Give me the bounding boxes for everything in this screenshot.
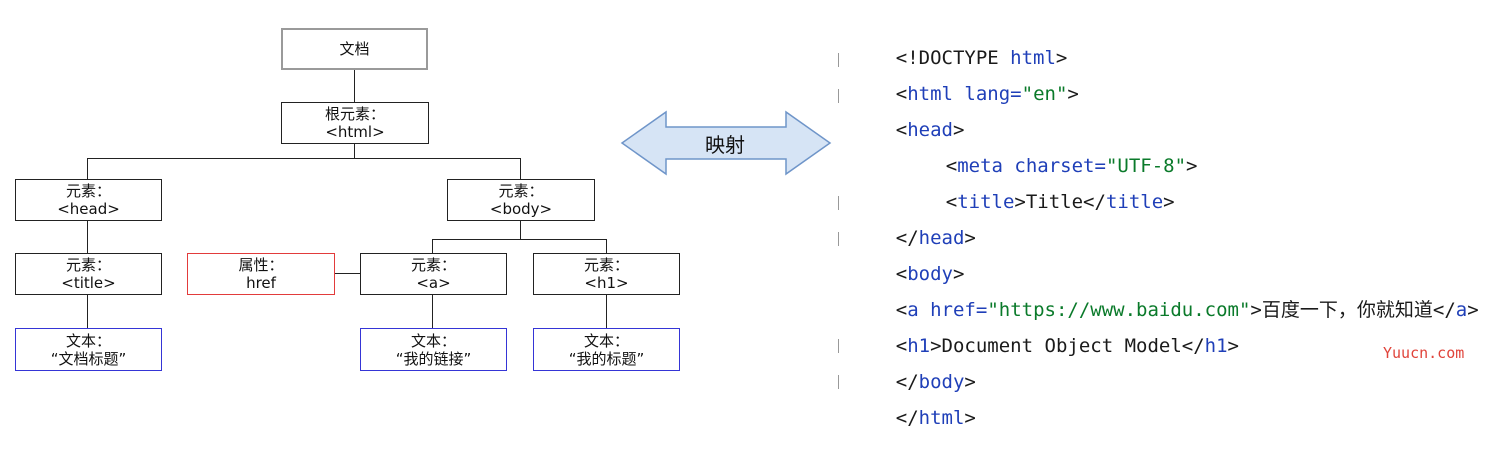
connector: [335, 273, 360, 274]
fold-marker: [838, 232, 847, 246]
node-attribute-href: 属性： href: [187, 253, 335, 295]
connector: [606, 239, 607, 253]
node-head: 元素： <head>: [15, 179, 162, 221]
connector: [87, 158, 88, 179]
code-line: <meta charset="UTF-8">: [945, 155, 1198, 177]
node-value: href: [246, 274, 276, 292]
fold-marker: [838, 53, 847, 67]
node-value: <head>: [57, 200, 120, 218]
node-value: <body>: [489, 200, 553, 218]
connector: [87, 221, 88, 253]
double-arrow-icon: [620, 110, 832, 176]
connector: [354, 69, 355, 102]
node-text-h1: 文本： “我的标题”: [533, 328, 680, 371]
fold-marker: [838, 196, 847, 210]
code-editor: <!DOCTYPE html> <html lang="en"> <head> …: [850, 0, 1479, 429]
connector: [432, 295, 433, 328]
code-line: <head>: [895, 119, 965, 141]
fold-marker: [838, 375, 847, 389]
code-line: <h1>Document Object Model</h1>: [895, 335, 1239, 357]
node-h1: 元素： <h1>: [533, 253, 680, 295]
node-a: 元素： <a>: [360, 253, 507, 295]
connector: [432, 239, 606, 240]
connector: [606, 295, 607, 328]
node-body: 元素： <body>: [447, 179, 595, 221]
node-label: 文本：: [410, 331, 456, 350]
code-line: <!DOCTYPE html>: [895, 47, 1068, 69]
node-value: <title>: [61, 274, 116, 292]
node-label: 元素：: [410, 256, 456, 274]
node-label: 元素：: [65, 182, 111, 200]
node-value: <h1>: [584, 274, 629, 292]
node-label: 文本：: [65, 331, 111, 350]
connector: [520, 158, 521, 179]
arrow-label: 映射: [705, 133, 745, 157]
node-label: 属性：: [238, 256, 284, 274]
code-line: </body>: [895, 371, 976, 393]
node-label: 根元素：: [324, 105, 385, 123]
code-line: <body>: [895, 263, 965, 285]
node-label: 元素：: [65, 256, 111, 274]
node-value: “我的链接”: [395, 349, 472, 368]
node-root-html: 根元素： <html>: [281, 102, 429, 144]
node-label: 元素：: [583, 256, 629, 274]
node-title: 元素： <title>: [15, 253, 162, 295]
code-line: <a href="https://www.baidu.com">百度一下，你就知…: [895, 299, 1479, 321]
node-document: 文档: [281, 28, 428, 70]
node-label: 元素：: [498, 182, 544, 200]
code-line: </html>: [895, 407, 976, 429]
connector: [87, 295, 88, 328]
node-label: 文本：: [583, 331, 629, 350]
code-line: <title>Title</title>: [945, 191, 1175, 213]
node-value: “文档标题”: [50, 349, 127, 368]
fold-marker: [838, 89, 847, 103]
node-value: “我的标题”: [568, 349, 645, 368]
node-text-title: 文本： “文档标题”: [15, 328, 162, 371]
node-text-a: 文本： “我的链接”: [360, 328, 507, 371]
node-value: <a>: [416, 274, 451, 292]
node-label: 文档: [339, 40, 370, 58]
fold-marker: [838, 339, 847, 353]
node-value: <html>: [325, 123, 385, 141]
code-line: <html lang="en">: [895, 83, 1079, 105]
watermark: Yuucn.com: [1383, 344, 1465, 362]
code-line: </head>: [895, 227, 976, 249]
connector: [520, 221, 521, 239]
connector: [87, 158, 520, 159]
connector: [432, 239, 433, 253]
connector: [354, 144, 355, 158]
